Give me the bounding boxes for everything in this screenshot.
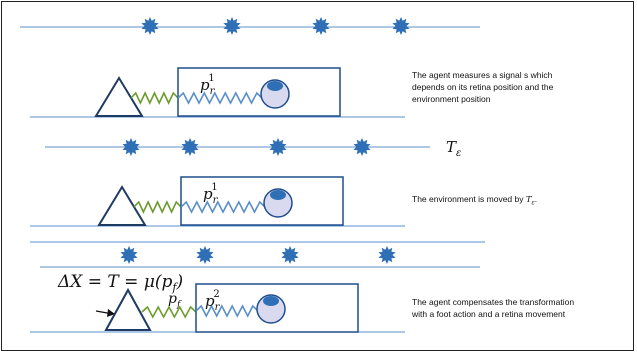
starburst-shape — [120, 246, 138, 264]
starburst-icon — [353, 138, 371, 156]
retina-spring — [195, 304, 259, 318]
arrow-head — [107, 309, 115, 317]
retina-spring — [177, 91, 263, 105]
starburst-shape — [196, 246, 214, 264]
starburst-icon — [122, 138, 140, 156]
starburst-icon — [378, 246, 396, 264]
p-r-subscript: r — [210, 86, 216, 97]
p-r-1-label: pr1 — [200, 73, 216, 97]
caption-step-2-symbol: T — [525, 195, 532, 205]
eye-icon — [263, 188, 293, 218]
starburst-shape — [281, 246, 299, 264]
agent-body-box — [195, 283, 359, 333]
equation-label: ΔX = T = μ(pf) — [57, 272, 183, 294]
p-r-subscript: r — [215, 302, 221, 313]
starburst-shape — [223, 17, 241, 35]
transform-label: Tε — [446, 138, 461, 159]
p-r-superscript: 1 — [208, 73, 214, 84]
starburst-shape — [269, 138, 287, 156]
starburst-shape — [392, 17, 410, 35]
caption-step-2-subscript: ε — [531, 199, 535, 207]
p-f-subscript: f — [176, 300, 182, 310]
starburst-icon — [223, 17, 241, 35]
triangle-icon — [97, 185, 147, 226]
foot-spring — [133, 200, 182, 214]
caption-step-1-line: The agent measures a signal s which — [412, 70, 553, 80]
eye-icon — [260, 79, 290, 109]
pupil — [270, 190, 286, 200]
starburst-icon — [312, 17, 330, 35]
p-r-3-label: pr2 — [205, 289, 221, 313]
eye-icon — [256, 294, 286, 324]
p-r-subscript: r — [213, 195, 219, 206]
starburst-shape — [378, 246, 396, 264]
starburst-icon — [141, 17, 159, 35]
equation-subscript: f — [171, 281, 178, 294]
triangle-icon — [104, 287, 152, 331]
agent-body-box — [177, 67, 341, 117]
starburst-icon — [120, 246, 138, 264]
pupil — [263, 296, 279, 306]
retina-spring — [180, 200, 266, 214]
starburst-shape — [122, 138, 140, 156]
caption-step-3-line: with a foot action and a retina movement — [412, 309, 566, 319]
starburst-icon — [269, 138, 287, 156]
starburst-icon — [281, 246, 299, 264]
triangle-icon — [94, 76, 144, 117]
p-r-superscript: 2 — [213, 289, 219, 300]
starburst-icon — [392, 17, 410, 35]
starburst-icon — [181, 138, 199, 156]
caption-step-2-prefix: The environment is moved by — [412, 194, 526, 204]
starburst-icon — [196, 246, 214, 264]
caption-step-2: The environment is moved by Tε. — [412, 193, 537, 210]
caption-step-1: The agent measures a signal s which depe… — [412, 69, 553, 105]
starburst-shape — [353, 138, 371, 156]
starburst-shape — [181, 138, 199, 156]
equation-close: ) — [175, 272, 183, 292]
p-r-superscript: 1 — [211, 182, 217, 193]
pupil — [267, 81, 283, 91]
foot-spring — [130, 91, 179, 105]
starburst-shape — [312, 17, 330, 35]
caption-step-1-line: environment position — [412, 94, 491, 104]
caption-step-3: The agent compensates the transformation… — [412, 296, 574, 320]
caption-step-3-line: The agent compensates the transformation — [412, 297, 575, 307]
agent-body-box — [180, 176, 344, 226]
p-r-2-label: pr1 — [203, 182, 219, 206]
transform-subscript: ε — [456, 148, 461, 159]
foot-spring — [141, 305, 197, 319]
caption-step-1-line: depends on its retina position and the — [412, 82, 554, 92]
starburst-shape — [141, 17, 159, 35]
caption-step-2-suffix: . — [534, 194, 538, 204]
